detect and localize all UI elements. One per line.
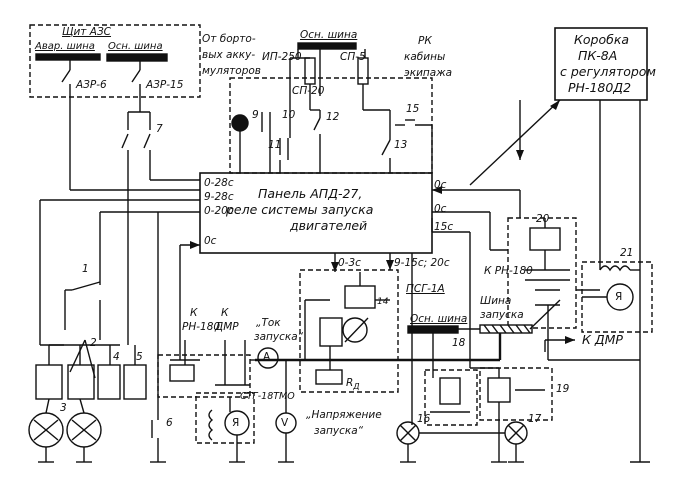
psg-frame	[299, 269, 399, 393]
emergency-bus-label: Авар. шина	[35, 41, 95, 52]
num-19: 19	[556, 383, 570, 395]
to-rn180-left-line1: К	[190, 307, 198, 319]
wire-15c-label: 15с	[434, 221, 454, 233]
num-21: 21	[620, 247, 634, 259]
sp5-label: СП-5	[340, 51, 366, 63]
relay19-frame	[479, 367, 553, 421]
relay18-frame	[424, 369, 478, 426]
num-4: 4	[113, 351, 120, 363]
onboard-batteries-line3: муляторов	[202, 65, 261, 77]
num-7: 7	[156, 123, 163, 135]
num-16: 16	[417, 413, 431, 425]
to-rn180-left-line2: РН-180	[182, 321, 221, 333]
wire-0c-right2-label: 0с	[434, 203, 447, 215]
azr15-label: АЗР-15	[146, 79, 184, 91]
ammeter-symbol: А	[263, 351, 271, 363]
apd27-line3: двигателей	[290, 218, 368, 233]
pk8a-line4: РН-180Д2	[568, 80, 632, 95]
rk-line2: кабины	[404, 51, 446, 63]
motor21-symbol: Я	[615, 291, 623, 303]
num-2: 2	[90, 337, 97, 349]
to-dmr-left-line1: К	[221, 307, 229, 319]
stg-frame	[195, 392, 255, 444]
wire-0-3c-label: 0-3с	[338, 257, 361, 269]
num-10: 10	[282, 109, 296, 121]
main-bus-bar-mid	[407, 325, 459, 334]
num-18: 18	[452, 337, 466, 349]
num-3: 3	[60, 402, 67, 414]
main-bus-left-label: Осн. шина	[108, 41, 163, 52]
num-6: 6	[166, 417, 173, 429]
onboard-batteries-line2: вых акку-	[202, 49, 256, 61]
wire-0-28c-label: 0-28с	[204, 177, 234, 189]
start-voltage-line2: запуска“	[314, 425, 364, 437]
start-voltage-line1: „Напряжение	[306, 409, 382, 421]
wire-9-15c-label: 9-15с; 20с	[394, 257, 450, 269]
num-14: 14	[377, 297, 389, 307]
num-1: 1	[82, 263, 89, 275]
num-12: 12	[326, 111, 340, 123]
apd27-line2: реле системы запуска	[226, 202, 374, 217]
wire-9-28c-label: 9-28с	[204, 191, 234, 203]
relay20-frame	[507, 217, 577, 329]
main-bus-top-label: Осн. шина	[300, 29, 358, 41]
wire-0c-left-label: 0с	[204, 235, 217, 247]
stg-label: СТГ-18ТМО	[240, 391, 295, 402]
start-current-line2: запуска“	[254, 331, 304, 343]
num-17: 17	[528, 413, 542, 425]
sp20-label: СП-20	[292, 85, 325, 97]
num-15: 15	[406, 103, 420, 115]
to-dmr-right-label: К ДМР	[582, 332, 623, 347]
azs-panel-frame	[29, 24, 201, 98]
psg1a-label: ПСГ-1А	[406, 283, 445, 295]
to-rn180-right-label: К РН-180	[484, 265, 533, 277]
apd27-panel-box	[199, 172, 433, 254]
num-13: 13	[394, 139, 408, 151]
apd27-line1: Панель АПД-27,	[258, 186, 363, 201]
to-dmr-left-line2: ДМР	[215, 321, 239, 333]
main-bus-mid-label: Осн. шина	[410, 313, 468, 325]
pk8a-line2: ПК-8А	[578, 48, 618, 63]
ip250-label: ИП-250	[262, 51, 302, 63]
onboard-batteries-line1: От борто-	[202, 33, 256, 45]
voltmeter-symbol: V	[281, 417, 289, 429]
num-11: 11	[268, 139, 282, 151]
num-9: 9	[252, 109, 259, 121]
start-bus-line1: Шина	[480, 295, 512, 307]
rk-line1: РК	[418, 35, 432, 47]
wire-0-20c-label: 0-20с	[204, 205, 234, 217]
wire-0c-right1-label: 0с	[434, 179, 447, 191]
azr6-label: АЗР-6	[76, 79, 107, 91]
left-relay-frame	[157, 354, 251, 398]
pk8a-line3: с регулятором	[560, 64, 656, 79]
pk8a-box	[554, 27, 648, 101]
main-bus-bar-left	[106, 53, 168, 62]
rd-label: RД	[346, 377, 360, 392]
start-current-line1: „Ток	[256, 317, 281, 329]
num-20: 20	[536, 213, 550, 225]
main-bus-bar-top	[297, 42, 357, 50]
azs-panel-title: Щит АЗС	[62, 26, 112, 38]
start-bus-line2: запуска	[480, 309, 524, 321]
pk8a-line1: Коробка	[574, 32, 630, 47]
rk-line3: экипажа	[404, 67, 453, 79]
starter-motor-symbol: Я	[232, 417, 240, 429]
num-5: 5	[136, 351, 143, 363]
